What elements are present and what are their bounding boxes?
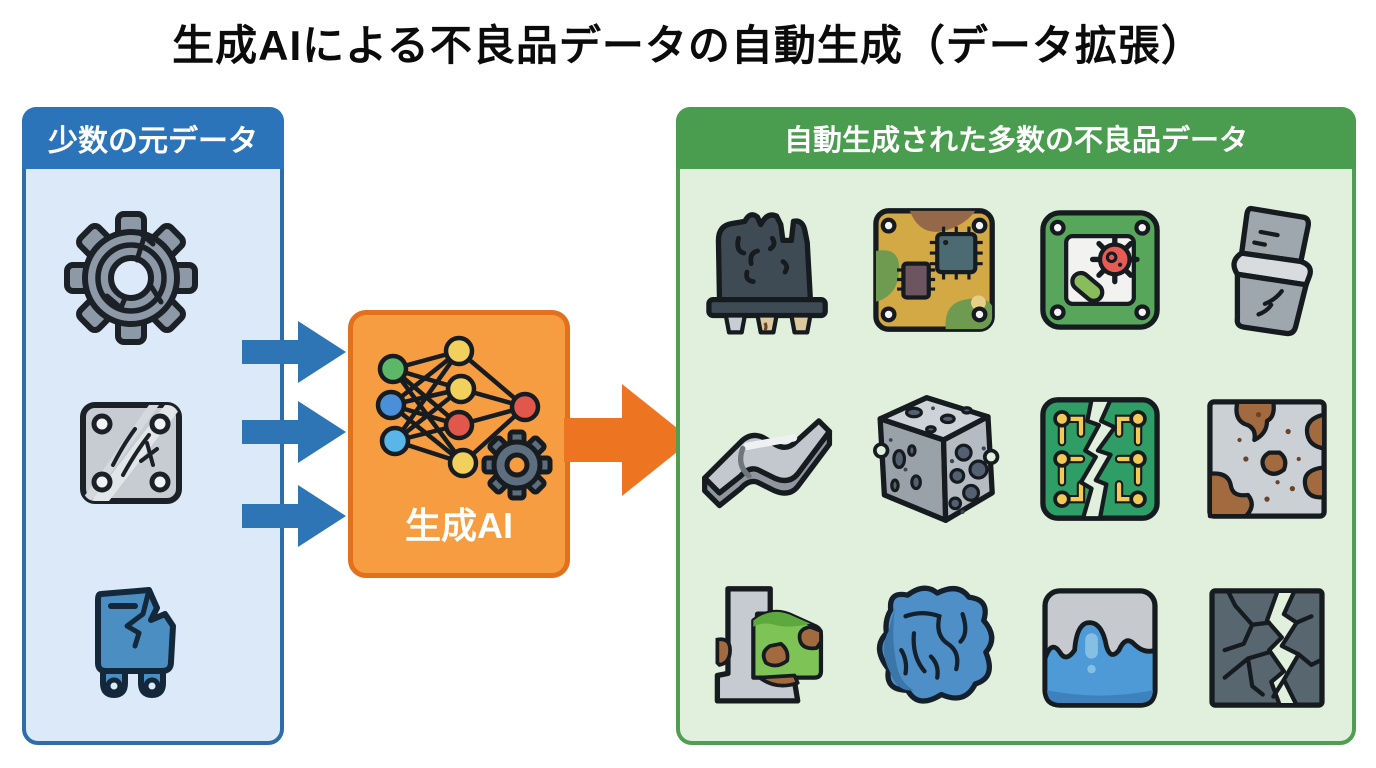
scratched-plate-icon — [80, 402, 182, 504]
camouflage-pcb-icon — [872, 208, 995, 333]
melted-component-icon — [705, 212, 828, 335]
corroded-beam-icon — [714, 585, 823, 704]
generated-panel-header: 自動生成された多数の不良品データ — [676, 107, 1356, 169]
cracked-gear-icon — [64, 211, 198, 345]
warped-plate-icon — [701, 418, 832, 509]
generative-ai-label: 生成AI — [404, 505, 513, 546]
neural-network-icon — [375, 335, 553, 501]
gear-icon — [481, 429, 553, 501]
output-arrow-icon — [564, 384, 692, 496]
bent-sheet-icon — [1230, 206, 1313, 337]
shattered-block-icon — [1208, 587, 1325, 708]
broken-machine-icon — [95, 587, 176, 698]
source-panel-header: 少数の元データ — [22, 107, 284, 169]
input-arrow-icon — [242, 485, 346, 547]
defect-icon-grid — [676, 176, 1356, 742]
crumpled-part-icon — [876, 585, 994, 704]
cracked-pcb-icon — [1039, 397, 1160, 521]
liquid-spill-icon — [1041, 587, 1158, 708]
contaminated-panel-icon — [1039, 210, 1160, 331]
rusted-plate-icon — [1206, 399, 1327, 519]
generative-ai-box: 生成AI — [348, 310, 570, 578]
input-arrow-icon — [242, 321, 346, 383]
page-title: 生成AIによる不良品データの自動生成（データ拡張） — [172, 22, 1204, 69]
input-arrow-icon — [242, 401, 346, 463]
porous-cube-icon — [872, 395, 999, 523]
